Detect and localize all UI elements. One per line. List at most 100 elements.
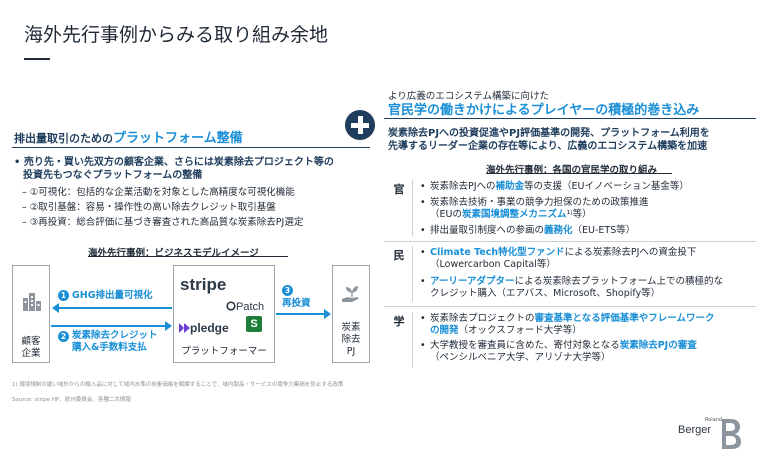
left-main-bullet-line-2: 投資先もつなぐプラットフォームの整備 xyxy=(23,170,203,181)
patch-logo: Patch xyxy=(226,295,264,314)
priv-item-1-line-2: （Lowercarbon Capital等） xyxy=(430,259,556,270)
pledge-logo: pledge xyxy=(179,317,229,336)
priv-item-1-highlight: Climate Tech特化型ファンド xyxy=(430,247,565,258)
arrow-3-number: 3 xyxy=(282,285,293,296)
academia-item-framework: •炭素除去プロジェクトの審査基準となる評価基準やフレームワーク の開発（オックス… xyxy=(420,313,715,336)
arrow-1-head xyxy=(52,303,59,313)
priv-item-1-post: による炭素除去PJへの資金投下 xyxy=(564,247,697,258)
government-item-subsidy: •炭素除去PJへの補助金等の支援（EUイノベーション基金等） xyxy=(420,181,689,192)
stripe-logo: stripe xyxy=(180,275,227,294)
building-icon xyxy=(23,293,41,311)
arrow-1-line xyxy=(58,307,172,309)
left-sub-item-reinvest: – ③再投資：総合評価に基づき審査された高品質な炭素除去PJ選定 xyxy=(22,217,304,228)
gov-item-2-highlight: 炭素国境調整メカニズム xyxy=(461,209,567,220)
right-description-line-2: 先導するリーダー企業の存在等により、広義のエコシステム構築を加速 xyxy=(388,141,708,152)
row-private-divider xyxy=(412,246,413,302)
gov-item-3-pre: 排出量取引制度への参画の xyxy=(430,225,545,236)
acad-item-1-highlight-2: の開発 xyxy=(430,325,459,336)
government-item-mandate: •排出量取引制度への参画の義務化（EU-ETS等） xyxy=(420,225,636,236)
platform-label: プラットフォーマー xyxy=(181,346,267,357)
gov-item-2-post: ¹⁾等） xyxy=(566,209,592,220)
gov-item-3-post: （EU-ETS等） xyxy=(572,225,636,236)
left-main-bullet-line-1: • 売り先・買い先双方の顧客企業、さらには炭素除去プロジェクト等の xyxy=(14,157,334,168)
left-heading-highlight: プラットフォーム整備 xyxy=(113,131,243,146)
source-note: Source: stripe HP、欧州委員会、各種二次情報 xyxy=(12,397,131,403)
right-heading-main: 官民学の働きかけによるプレイヤーの積極的巻き込み xyxy=(388,103,700,118)
arrow-3-head xyxy=(324,309,331,319)
acad-item-1-pre: 炭素除去プロジェクトの xyxy=(430,313,535,324)
priv-item-2-line-2: クレジット購入（エアバス、Microsoft、Shopify等） xyxy=(430,288,661,299)
seedling-hand-icon xyxy=(342,286,359,302)
priv-item-2-post: による炭素除去プラットフォーム上での積極的な xyxy=(514,276,723,287)
right-description-line-1: 炭素除去PJへの投資促進やPJ評価基準の開発、プラットフォーム利用を xyxy=(388,128,710,139)
brand-logo-text: Berger xyxy=(678,424,712,436)
platform-box: stripe Patch pledge S プラットフォーマー xyxy=(173,265,275,363)
removal-label-line-2: 除去 xyxy=(341,334,361,345)
arrow-2-number: 2 xyxy=(58,331,69,342)
patch-logo-text: Patch xyxy=(236,301,265,313)
customer-label-line-2: 企業 xyxy=(21,348,41,359)
title-underline xyxy=(24,58,50,60)
row-separator xyxy=(384,241,756,242)
government-item-policy: •炭素除去技術・事業の競争力担保のための政策推進 （EUの炭素国境調整メカニズム… xyxy=(420,197,649,220)
gov-item-2-line-1: 炭素除去技術・事業の競争力担保のための政策推進 xyxy=(430,197,649,208)
brand-logo-small-text: Roland xyxy=(705,417,723,423)
arrow-2-label-line-1: 炭素除去クレジット xyxy=(72,330,158,341)
row-separator xyxy=(384,306,756,307)
left-sub-item-trading: – ②取引基盤：容易・操作性の高い除去クレジット取引基盤 xyxy=(22,202,276,213)
page-title: 海外先行事例からみる取り組み余地 xyxy=(24,24,329,46)
brand-logo-mark xyxy=(722,419,741,449)
left-sub-item-visualize: – ①可視化：包括的な企業活動を対象とした高精度な可視化機能 xyxy=(22,187,295,198)
academia-item-review: •大学教授を審査員に含めた、寄付対象となる炭素除去PJの審査 （ペンシルベニア大… xyxy=(420,340,760,364)
gov-item-1-pre: 炭素除去PJへの xyxy=(430,181,496,192)
customer-label-line-1: 顧客 xyxy=(21,336,41,347)
pledge-logo-text: pledge xyxy=(190,321,229,335)
gov-item-1-post: 等の支援（EUイノベーション基金等） xyxy=(524,181,689,192)
arrow-3-line xyxy=(276,313,325,315)
arrow-2-label-line-2: 購入&手数料支払 xyxy=(72,342,147,353)
row-academia-divider xyxy=(412,312,413,368)
arrow-1-number: 1 xyxy=(58,290,69,301)
right-heading-top: より広義のエコシステム構築に向けた xyxy=(388,91,550,102)
arrow-2-label: 炭素除去クレジット 購入&手数料支払 xyxy=(72,330,158,354)
left-heading-rule xyxy=(12,147,370,148)
arrow-2-head xyxy=(165,321,172,331)
customer-box: 顧客 企業 xyxy=(12,265,50,363)
acad-item-2-highlight: 炭素除去PJの審査 xyxy=(619,340,697,351)
removal-label-line-3: PJ xyxy=(346,346,356,357)
business-model-title-rule xyxy=(88,256,288,257)
right-heading-rule xyxy=(384,118,756,119)
left-heading-prefix: 排出量取引のための xyxy=(14,132,113,145)
private-item-fund: •Climate Tech特化型ファンドによる炭素除去PJへの資金投下 （Low… xyxy=(420,247,760,271)
right-description: 炭素除去PJへの投資促進やPJ評価基準の開発、プラットフォーム利用を 先導するリ… xyxy=(388,127,758,153)
arrow-2-line xyxy=(51,325,166,327)
private-item-early-adopter: •アーリーアダプターによる炭素除去プラットフォーム上での積極的な クレジット購入… xyxy=(420,276,760,300)
priv-item-2-highlight: アーリーアダプター xyxy=(430,276,515,287)
s-brand-icon: S xyxy=(246,316,262,332)
right-case-title: 海外先行事例：各国の官民学の取り組み xyxy=(486,165,658,176)
pledge-icon xyxy=(179,322,190,333)
row-label-academia: 学 xyxy=(393,315,405,328)
arrow-1-label: GHG排出量可視化 xyxy=(72,290,153,301)
left-heading: 排出量取引のためのプラットフォーム整備 xyxy=(14,127,243,146)
plus-icon xyxy=(345,110,375,140)
s-brand-icon-letter: S xyxy=(250,318,258,330)
row-label-government: 官 xyxy=(393,183,405,196)
left-main-bullet: • 売り先・買い先双方の顧客企業、さらには炭素除去プロジェクト等の 投資先もつな… xyxy=(14,156,374,182)
gov-item-3-highlight: 義務化 xyxy=(544,225,573,236)
patch-icon xyxy=(226,300,236,311)
acad-item-1-highlight: 審査基準となる評価基準やフレームワーク xyxy=(534,313,715,324)
removal-label-line-1: 炭素 xyxy=(341,322,361,333)
right-case-title-rule xyxy=(486,173,672,174)
acad-item-2-pre: 大学教授を審査員に含めた、寄付対象となる xyxy=(430,340,620,351)
footnote: 1) 環境規制の緩い域外からの輸入品に対して域内水準の炭素価格を賦課することで、… xyxy=(12,382,344,388)
acad-item-1-post: （オックスフォード大学等） xyxy=(458,325,582,336)
row-label-private: 民 xyxy=(393,249,405,262)
row-government-divider xyxy=(412,180,413,236)
carbon-removal-box: 炭素 除去 PJ xyxy=(332,265,370,363)
business-model-title: 海外先行事例：ビジネスモデルイメージ xyxy=(88,248,259,259)
gov-item-1-highlight: 補助金 xyxy=(495,181,525,192)
acad-item-2-line-2: （ペンシルベニア大学、アリゾナ大学等） xyxy=(430,352,611,363)
arrow-3-label: 再投資 xyxy=(282,298,311,309)
gov-item-2-pre: （EUの xyxy=(430,209,462,220)
